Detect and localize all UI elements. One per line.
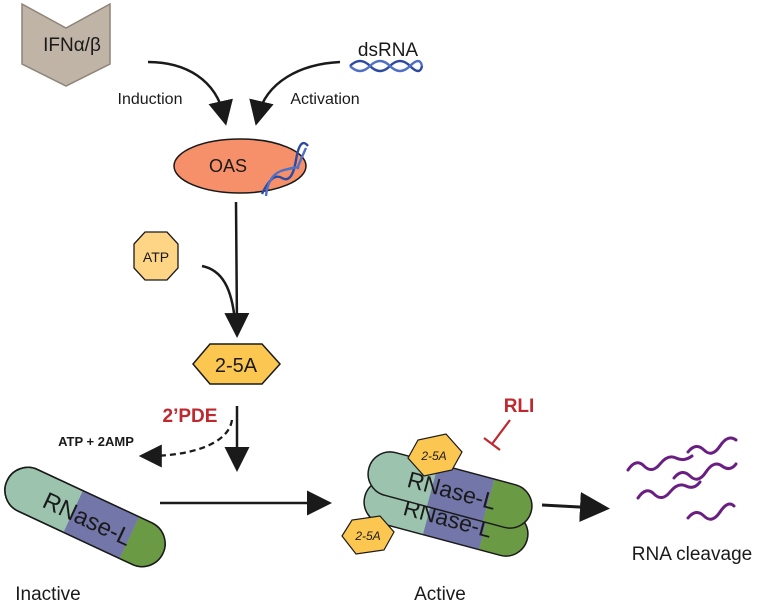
rna-fragment-3 [672,462,738,481]
activation-arrow [249,60,341,126]
inactive-rnase-middle [63,490,140,559]
oas-label: OAS [209,156,247,176]
rli-label: RLI [504,396,535,417]
2-5a-node: 2-5A [192,343,282,385]
oas-node: OAS [173,138,309,197]
atp-consumption-arrow [201,264,237,323]
active-rnase-end-upper [482,479,532,528]
rna-fragment-1 [686,436,738,455]
bound-2-5a-upper-shape [407,433,463,477]
inactive-rnase-end [119,516,166,567]
rna-cleavage-label: RNA cleavage [632,544,752,565]
2-5a-shape [192,343,282,385]
oas-bound-dsrna-2 [264,147,308,197]
cleaved-rna-fragments [626,436,738,521]
atp-label: ATP [143,249,169,265]
ifn-node: IFNα/β [21,2,111,87]
inactive-state-label: Inactive [15,584,80,604]
activation-label: Activation [290,91,359,108]
cleavage-arrow [541,492,610,523]
oas-to-2-5a-arrow [224,201,250,338]
active-state-label: Active [414,584,466,604]
active-rnase-l-dimer: RNase-L RNase-L 2-5A 2-5A [341,433,533,557]
active-rnase-middle-upper [426,464,495,522]
bound-2-5a-lower-shape [341,515,395,555]
dsrna-strand-2 [349,59,424,73]
bound-2-5a-upper: 2-5A [407,433,463,477]
pde-label: 2’PDE [163,406,218,427]
ifn-shape [21,2,111,87]
bound-2-5a-upper-label: 2-5A [420,449,446,463]
dsrna-node: dsRNA [349,40,424,73]
atp-node: ATP [133,231,179,281]
rli-inhibition-mark [483,419,511,451]
atp-amp-label: ATP + 2AMP [58,434,134,449]
pde-degradation-arrow [138,419,234,468]
induction-label: Induction [118,91,183,108]
induction-arrow [147,60,233,126]
inactive-rnase-l: RNase-L [4,466,166,568]
ifn-label: IFNα/β [43,35,101,56]
rna-fragment-2 [626,454,694,472]
2-5a-label: 2-5A [215,355,258,377]
rna-fragment-4 [636,480,702,500]
rna-fragment-5 [686,502,736,521]
atp-shape [133,231,179,281]
dsrna-label: dsRNA [358,40,419,61]
bound-2-5a-lower: 2-5A [341,515,395,555]
bound-2-5a-lower-label: 2-5A [354,529,380,543]
